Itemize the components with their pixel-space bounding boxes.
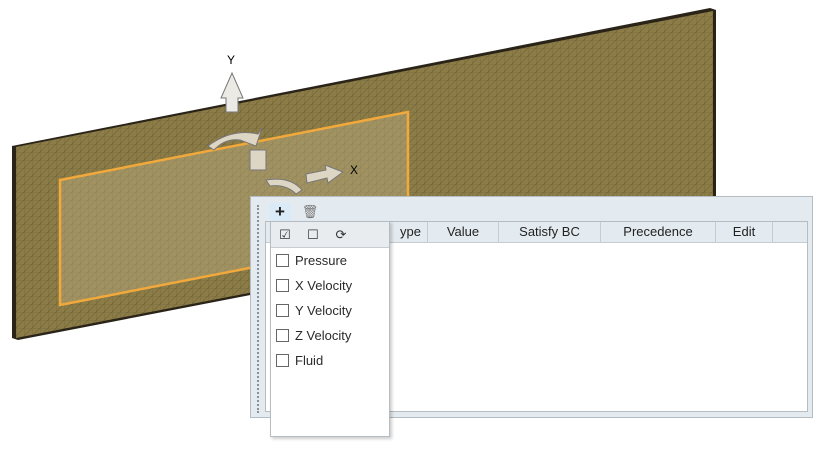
option-fluid[interactable]: Fluid xyxy=(271,348,389,373)
column-precedence[interactable]: Precedence xyxy=(601,222,716,242)
column-type[interactable]: ype xyxy=(266,222,428,242)
plane-handle[interactable] xyxy=(249,149,267,171)
option-label: Y Velocity xyxy=(295,303,352,318)
checkbox[interactable] xyxy=(276,354,289,367)
rotate-arrow-2[interactable] xyxy=(265,178,303,195)
column-satisfy-bc[interactable]: Satisfy BC xyxy=(499,222,601,242)
rotate-arrow[interactable] xyxy=(207,127,263,151)
delete-button[interactable]: 🗑 xyxy=(299,203,321,221)
move-x-arrow[interactable] xyxy=(305,164,345,184)
trash-icon: 🗑 xyxy=(301,204,319,219)
invert-selection-icon[interactable]: ⟳ xyxy=(335,226,347,242)
option-y-velocity[interactable]: Y Velocity xyxy=(271,298,389,323)
column-value[interactable]: Value xyxy=(428,222,499,242)
checkbox[interactable] xyxy=(276,254,289,267)
axis-y-label: Y xyxy=(227,53,235,67)
add-button[interactable]: + xyxy=(269,203,291,221)
plate-mesh xyxy=(16,11,713,338)
add-condition-dropdown: ☑ ☐ ⟳ Pressure X Velocity Y Velocity Z V… xyxy=(270,221,390,437)
plus-icon: + xyxy=(275,202,285,221)
drag-handle[interactable] xyxy=(257,205,261,413)
option-z-velocity[interactable]: Z Velocity xyxy=(271,323,389,348)
column-edit[interactable]: Edit xyxy=(716,222,773,242)
axis-x-label: X xyxy=(350,163,358,177)
option-label: X Velocity xyxy=(295,278,353,293)
dropdown-toolbar: ☑ ☐ ⟳ xyxy=(271,222,389,248)
checkbox[interactable] xyxy=(276,279,289,292)
table-header: ype Value Satisfy BC Precedence Edit xyxy=(266,222,807,243)
option-label: Fluid xyxy=(295,353,324,368)
checkbox[interactable] xyxy=(276,304,289,317)
uncheck-all-icon[interactable]: ☐ xyxy=(307,226,319,242)
move-y-arrow[interactable] xyxy=(220,71,244,113)
checkbox[interactable] xyxy=(276,329,289,342)
check-all-icon[interactable]: ☑ xyxy=(279,226,291,242)
option-x-velocity[interactable]: X Velocity xyxy=(271,273,389,298)
option-label: Z Velocity xyxy=(295,328,352,343)
option-pressure[interactable]: Pressure xyxy=(271,248,389,273)
option-label: Pressure xyxy=(295,253,348,268)
